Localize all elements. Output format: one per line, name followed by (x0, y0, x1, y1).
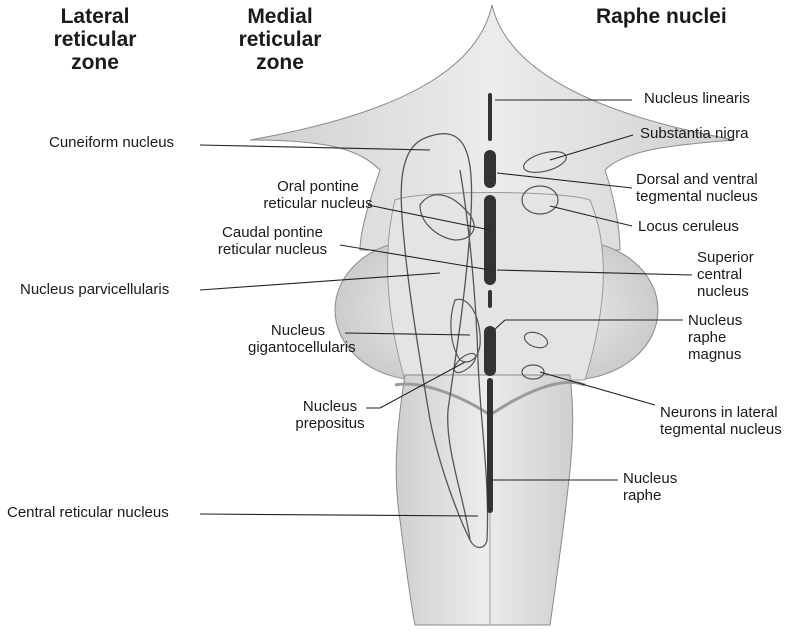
raphe-dash-1 (488, 290, 492, 308)
label-caudal-pontine: Caudal pontine reticular nucleus (217, 224, 328, 258)
header-lateral-reticular-zone: Lateral reticular zone (53, 5, 137, 74)
header-raphe-nuclei: Raphe nuclei (596, 5, 727, 28)
medulla-outline (395, 374, 574, 626)
leader-substantia-nigra (549, 134, 634, 161)
label-oral-pontine: Oral pontine reticular nucleus (263, 178, 373, 212)
lateral-tegmental-shape (521, 364, 545, 380)
leader-raphe-magnus (493, 319, 506, 331)
label-nucleus-linearis: Nucleus linearis (644, 90, 750, 107)
label-raphe-magnus: Nucleus raphe magnus (688, 312, 743, 363)
leader-cuneiform (199, 144, 431, 151)
label-superior-central: Superior central nucleus (697, 249, 754, 300)
leader-gigantocellularis (344, 332, 471, 336)
label-prepositus: Nucleus prepositus (295, 398, 365, 432)
leader-lateral-tegmental (539, 371, 656, 406)
leader-caudal-pontine (339, 244, 491, 271)
label-substantia-nigra: Substantia nigra (640, 125, 749, 142)
pons-center (387, 192, 604, 381)
raphe-magnus-side-shape (523, 331, 549, 349)
label-cuneiform-nucleus: Cuneiform nucleus (49, 134, 175, 151)
label-dorsal-ventral-tegmental: Dorsal and ventral tegmental nucleus (636, 171, 758, 205)
label-gigantocellularis: Nucleus gigantocellularis (248, 322, 356, 356)
dorsal-raphe-mark (484, 150, 496, 188)
oral-pontine-outline (419, 194, 475, 241)
nucleus-linearis-mark (488, 93, 492, 141)
leader-locus-ceruleus (549, 205, 633, 227)
locus-ceruleus-shape (521, 185, 559, 215)
nucleus-raphe-mark (487, 378, 493, 513)
label-nucleus-raphe: Nucleus raphe (623, 470, 678, 504)
leader-superior-central (496, 269, 693, 276)
label-lateral-tegmental: Neurons in lateral tegmental nucleus (660, 404, 782, 438)
label-locus-ceruleus: Locus ceruleus (638, 218, 739, 235)
leader-parvicellularis (199, 272, 441, 291)
header-medial-reticular-zone: Medial reticular zone (238, 5, 322, 74)
prepositus-shape (453, 352, 477, 374)
label-central-reticular: Central reticular nucleus (7, 504, 169, 521)
superior-central-mark (484, 195, 496, 285)
leader-dorsal-ventral (496, 172, 633, 189)
leader-oral-pontine (367, 204, 491, 231)
substantia-nigra-shape (523, 151, 567, 173)
label-parvicellularis: Nucleus parvicellularis (20, 281, 170, 298)
raphe-magnus-mark (484, 326, 496, 376)
giganto-outline (450, 298, 481, 363)
leader-prepositus (366, 361, 466, 409)
reticular-zone-outline-medial (400, 137, 471, 541)
leader-central-reticular (199, 513, 479, 517)
